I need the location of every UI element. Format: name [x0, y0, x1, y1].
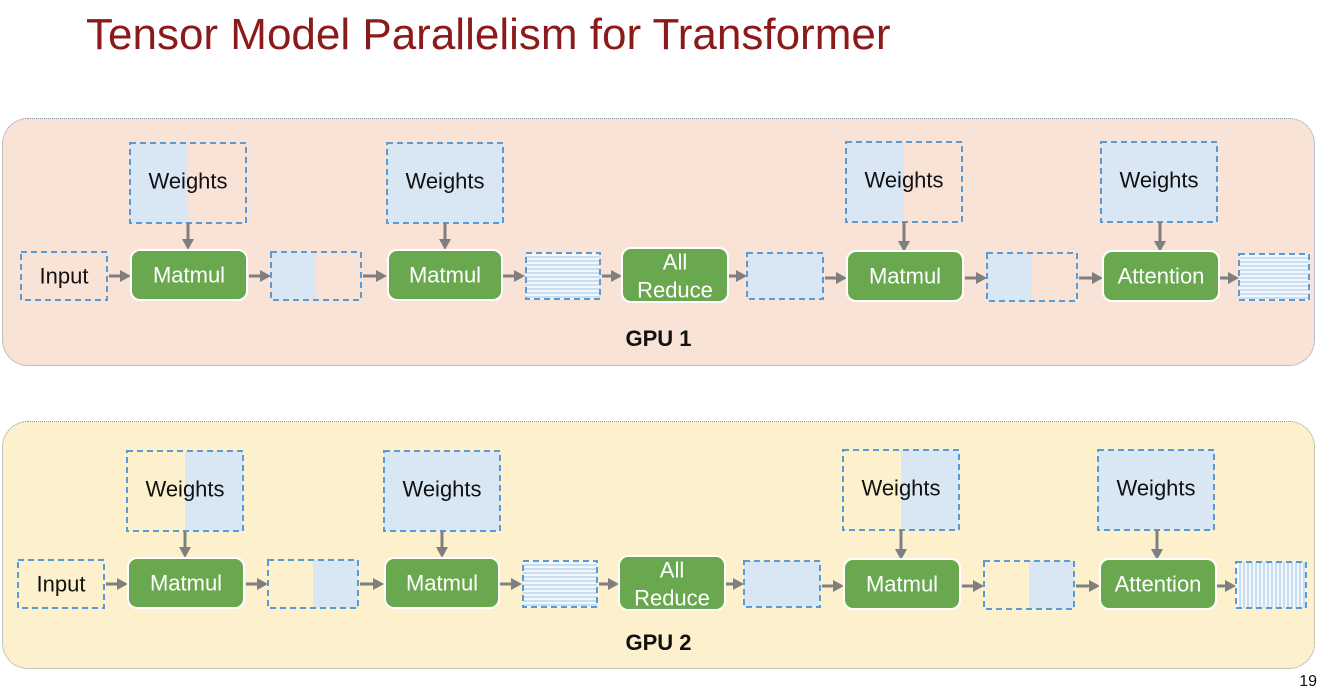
weights-box-2: Weights — [386, 142, 504, 224]
arrow-input-matmul1 — [109, 270, 131, 282]
arrow-weights2-matmul2 — [436, 531, 448, 558]
attention-op-label: Attention — [1118, 264, 1205, 289]
arrow-weights1-matmul1 — [182, 223, 194, 250]
input-box: Input — [20, 251, 108, 301]
weights-box-3: Weights — [845, 141, 963, 223]
weights-box-4-label: Weights — [1116, 476, 1195, 501]
arrow-weights3-matmul3 — [895, 530, 907, 560]
all-reduce-op-label-2: Reduce — [637, 278, 713, 303]
weights-box-1-label: Weights — [148, 169, 227, 194]
gpu2-label: GPU 2 — [625, 630, 692, 655]
tensor-box-4 — [983, 560, 1075, 610]
arrow-weights2-matmul2 — [439, 223, 451, 250]
weights-box-1: Weights — [129, 142, 247, 224]
tensor-box-1 — [267, 559, 359, 609]
full-tensor-box — [746, 252, 824, 300]
weights-box-2: Weights — [383, 450, 501, 532]
all-reduce-op-label-1: All — [660, 558, 684, 583]
arrow-tensor1-matmul2 — [363, 270, 387, 282]
tensor-box-1 — [270, 251, 362, 301]
arrow-matmul1-tensor1 — [246, 578, 268, 590]
arrow-tensor4-attention — [1076, 580, 1100, 592]
arrow-tensor1-matmul2 — [360, 578, 384, 590]
weights-box-4-label: Weights — [1119, 168, 1198, 193]
weights-box-3-label: Weights — [861, 476, 940, 501]
all-reduce-op-label-1: All — [663, 250, 687, 275]
arrow-tensor4-attention — [1079, 272, 1103, 284]
arrow-allreduce-tensor3 — [726, 578, 744, 590]
weights-box-3: Weights — [842, 449, 960, 531]
tensor-box-4 — [986, 252, 1078, 302]
weights-box-4: Weights — [1100, 141, 1218, 223]
arrow-tensor2-allreduce — [602, 270, 622, 282]
matmul-op-1-label: Matmul — [153, 263, 225, 288]
matmul-op-3-label: Matmul — [869, 264, 941, 289]
matmul-op-3: Matmul — [843, 558, 961, 610]
output-tensor-box — [1238, 253, 1310, 301]
weights-box-4: Weights — [1097, 449, 1215, 531]
weights-box-1: Weights — [126, 450, 244, 532]
arrow-allreduce-tensor3 — [729, 270, 747, 282]
arrow-attention-output — [1220, 272, 1239, 284]
all-reduce-op-label-2: Reduce — [634, 586, 710, 611]
gpu1-label: GPU 1 — [625, 326, 692, 351]
weights-box-2-label: Weights — [402, 477, 481, 502]
attention-op-label: Attention — [1115, 572, 1202, 597]
arrow-weights4-attention — [1151, 530, 1163, 560]
matmul-op-1-label: Matmul — [150, 571, 222, 596]
partial-sum-box — [522, 560, 598, 608]
arrow-matmul1-tensor1 — [249, 270, 271, 282]
slide-number: 19 — [1299, 673, 1317, 690]
page-title: Tensor Model Parallelism for Transformer — [86, 10, 891, 59]
partial-sum-box — [525, 252, 601, 300]
input-label: Input — [40, 264, 89, 289]
matmul-op-1: Matmul — [127, 557, 245, 609]
arrow-attention-output — [1217, 580, 1236, 592]
arrow-matmul2-tensor2 — [503, 270, 525, 282]
arrow-input-matmul1 — [106, 578, 128, 590]
arrow-matmul3-tensor4 — [965, 272, 987, 284]
matmul-op-1: Matmul — [130, 249, 248, 301]
attention-op: Attention — [1099, 558, 1217, 610]
arrow-weights1-matmul1 — [179, 531, 191, 558]
arrow-matmul2-tensor2 — [500, 578, 522, 590]
arrow-weights4-attention — [1154, 222, 1166, 252]
weights-box-2-label: Weights — [405, 169, 484, 194]
matmul-op-2: Matmul — [384, 557, 500, 609]
input-box: Input — [17, 559, 105, 609]
matmul-op-2: Matmul — [387, 249, 503, 301]
attention-op: Attention — [1102, 250, 1220, 302]
arrow-tensor3-matmul3 — [822, 580, 844, 592]
input-label: Input — [37, 572, 86, 597]
weights-box-1-label: Weights — [145, 477, 224, 502]
full-tensor-box — [743, 560, 821, 608]
matmul-op-3: Matmul — [846, 250, 964, 302]
matmul-op-3-label: Matmul — [866, 572, 938, 597]
arrow-tensor3-matmul3 — [825, 272, 847, 284]
output-tensor-box — [1235, 561, 1307, 609]
matmul-op-2-label: Matmul — [406, 571, 478, 596]
arrow-matmul3-tensor4 — [962, 580, 984, 592]
matmul-op-2-label: Matmul — [409, 263, 481, 288]
weights-box-3-label: Weights — [864, 168, 943, 193]
arrow-weights3-matmul3 — [898, 222, 910, 252]
arrow-tensor2-allreduce — [599, 578, 619, 590]
